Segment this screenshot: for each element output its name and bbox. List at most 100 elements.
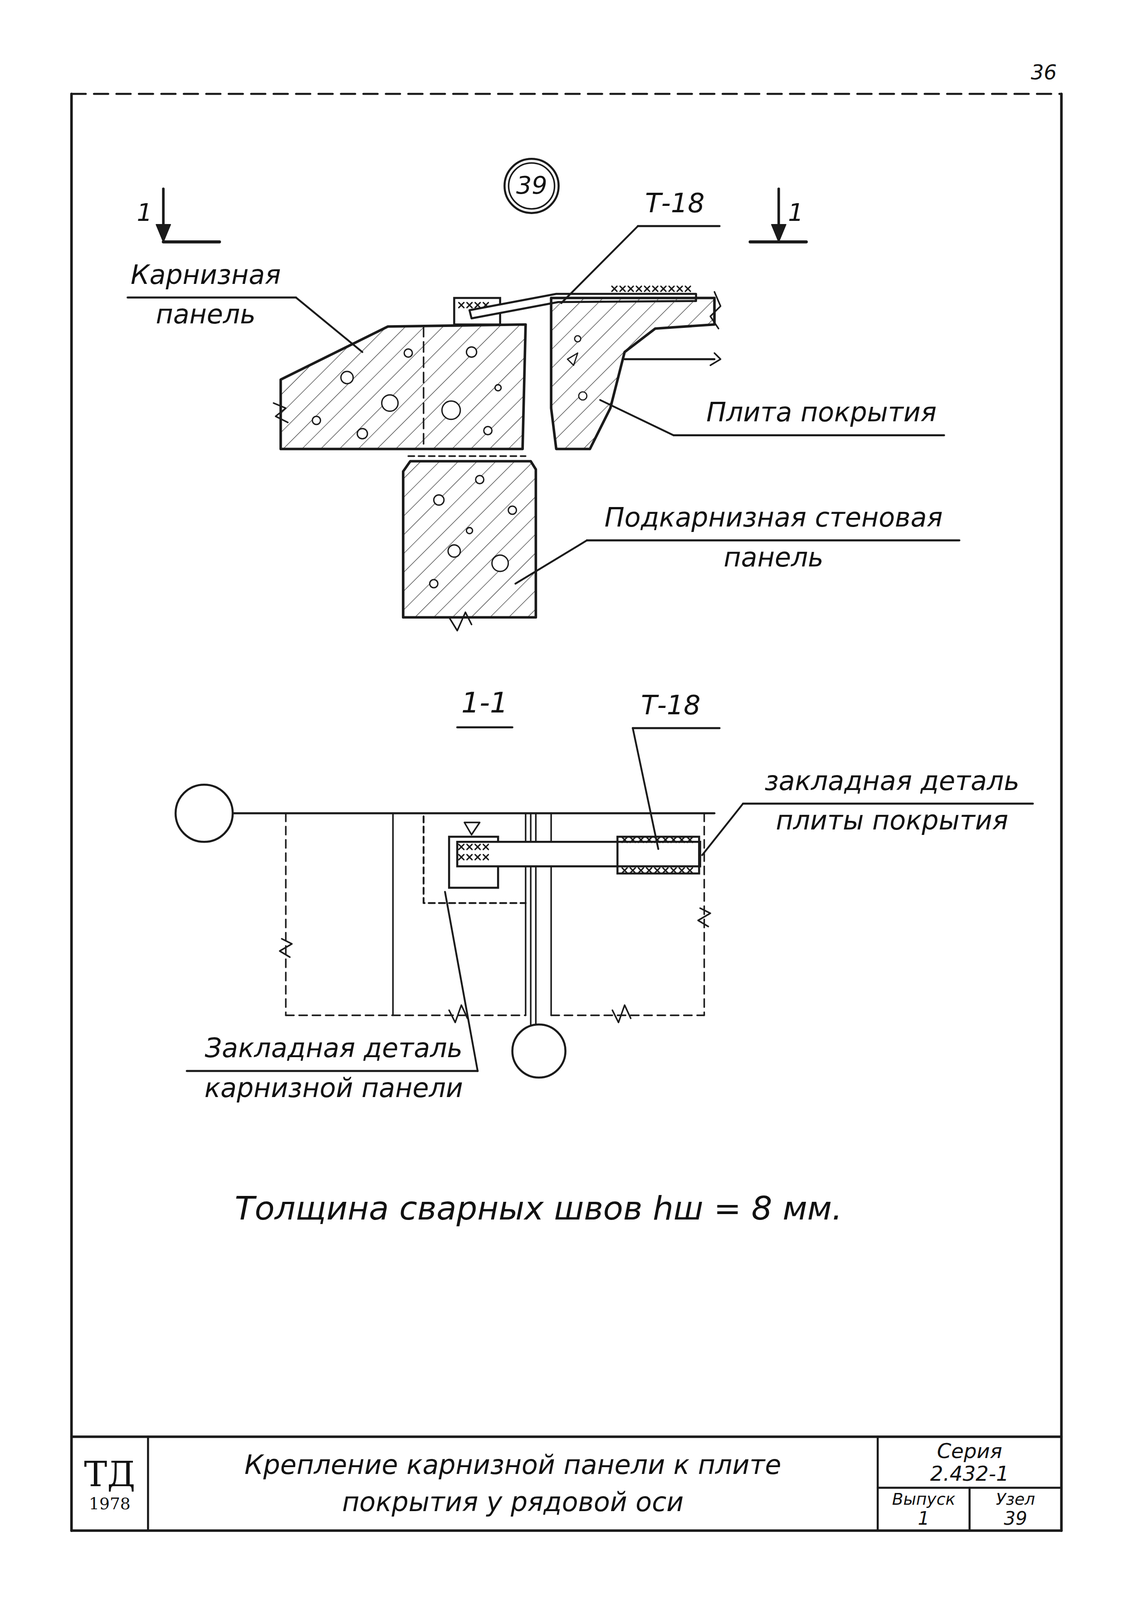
weld-mark bbox=[687, 837, 693, 843]
weld-mark bbox=[630, 868, 636, 874]
weld-mark bbox=[620, 286, 626, 292]
title-block-text: 1 bbox=[918, 1508, 930, 1529]
part-mark: Т-18 bbox=[640, 685, 701, 726]
weld-mark bbox=[660, 286, 666, 292]
break-mark bbox=[279, 938, 293, 958]
aggregate bbox=[574, 335, 582, 342]
section-arrow bbox=[750, 240, 807, 244]
aggregate bbox=[429, 579, 438, 588]
aggregate bbox=[492, 555, 509, 572]
weld-mark bbox=[663, 837, 669, 843]
panel-edge bbox=[285, 1014, 526, 1016]
weld-mark bbox=[622, 868, 628, 874]
arrowhead bbox=[156, 224, 171, 242]
sheet-border bbox=[71, 1529, 1062, 1533]
leader-underline bbox=[586, 539, 960, 542]
leader-underline bbox=[742, 802, 1033, 806]
aggregate bbox=[341, 371, 354, 384]
break-mark bbox=[449, 612, 472, 631]
leader-line bbox=[632, 728, 659, 850]
weld-mark bbox=[475, 844, 481, 850]
aggregate bbox=[357, 428, 368, 440]
weld-mark bbox=[483, 854, 489, 860]
aggregate bbox=[404, 349, 413, 358]
weld-mark bbox=[654, 868, 660, 874]
weld-mark bbox=[654, 868, 660, 874]
weld-mark bbox=[622, 837, 628, 843]
page-number: 36 bbox=[1030, 57, 1057, 88]
title-block-cell: ТД1978 bbox=[71, 1436, 149, 1531]
weld-mark bbox=[671, 868, 677, 874]
weld-mark bbox=[483, 844, 489, 850]
weld-mark bbox=[687, 868, 693, 874]
leader-line bbox=[561, 226, 639, 304]
note: Толщина сварных швов hш = 8 мм. bbox=[234, 1183, 843, 1233]
callout-circle bbox=[508, 162, 555, 209]
weld-mark bbox=[475, 302, 481, 308]
weld-mark bbox=[638, 837, 644, 843]
aggregate bbox=[567, 353, 578, 366]
weld-mark bbox=[652, 286, 658, 292]
part-label: Плита покрытия bbox=[706, 392, 937, 433]
weld-mark bbox=[630, 837, 636, 843]
part-label: Закладная деталь карнизной панели bbox=[191, 1028, 476, 1109]
title-block-cell: Серия 2.432-1 bbox=[877, 1436, 1062, 1489]
weld-mark bbox=[628, 286, 634, 292]
weld-mark bbox=[611, 286, 617, 292]
steel-plate bbox=[457, 841, 701, 867]
slab-edge bbox=[551, 1014, 705, 1016]
weld-mark bbox=[669, 286, 675, 292]
weld-mark bbox=[459, 302, 464, 308]
weld-mark bbox=[467, 844, 473, 850]
embedded-plate bbox=[617, 836, 699, 874]
weld-mark bbox=[663, 868, 669, 874]
weld-mark bbox=[467, 844, 473, 850]
part-label: Подкарнизная стеновая панель bbox=[590, 498, 958, 578]
weld-mark bbox=[467, 302, 473, 308]
axis-circle bbox=[175, 784, 233, 842]
aggregate bbox=[441, 400, 461, 420]
weld-mark bbox=[622, 837, 628, 843]
title-block-text: Выпуск bbox=[892, 1490, 956, 1509]
weld-mark bbox=[459, 854, 464, 860]
weld-mark bbox=[646, 868, 652, 874]
slab-edge bbox=[703, 813, 705, 1016]
panel-edge bbox=[392, 813, 394, 1016]
weld-mark bbox=[679, 868, 685, 874]
section-arrow bbox=[163, 240, 220, 244]
break-mark bbox=[273, 403, 289, 423]
title-block-line bbox=[146, 1436, 150, 1531]
weld-mark bbox=[671, 868, 677, 874]
slab-rib bbox=[624, 358, 715, 361]
weld-mark bbox=[475, 854, 481, 860]
weld-mark bbox=[663, 868, 669, 874]
weld-mark bbox=[663, 837, 669, 843]
detail-callout: 39 bbox=[503, 157, 561, 215]
weld-mark bbox=[467, 302, 473, 308]
weld-mark bbox=[671, 837, 677, 843]
title-block-line bbox=[71, 1435, 1062, 1439]
roof-slab bbox=[551, 297, 715, 450]
weld-mark bbox=[687, 868, 693, 874]
weld-mark bbox=[467, 854, 473, 860]
weld-mark bbox=[628, 286, 634, 292]
aggregate bbox=[312, 416, 321, 425]
leader-underline bbox=[457, 726, 513, 729]
aggregate bbox=[381, 395, 399, 412]
section-mark: 1 bbox=[787, 194, 804, 231]
leader-underline bbox=[673, 434, 944, 437]
weld-mark bbox=[483, 844, 489, 850]
weld-mark bbox=[652, 286, 658, 292]
title-block-text: Крепление карнизной панели к плите покры… bbox=[206, 1446, 820, 1522]
weld-mark bbox=[644, 286, 650, 292]
part-mark: Т-18 bbox=[644, 183, 705, 224]
weld-mark bbox=[636, 286, 642, 292]
part-label: Карнизная панель bbox=[130, 255, 281, 336]
leader-underline bbox=[186, 1069, 478, 1073]
weld-mark bbox=[630, 868, 636, 874]
weld-mark bbox=[671, 837, 677, 843]
weld-mark bbox=[467, 854, 473, 860]
callout-number: 39 bbox=[516, 170, 548, 201]
